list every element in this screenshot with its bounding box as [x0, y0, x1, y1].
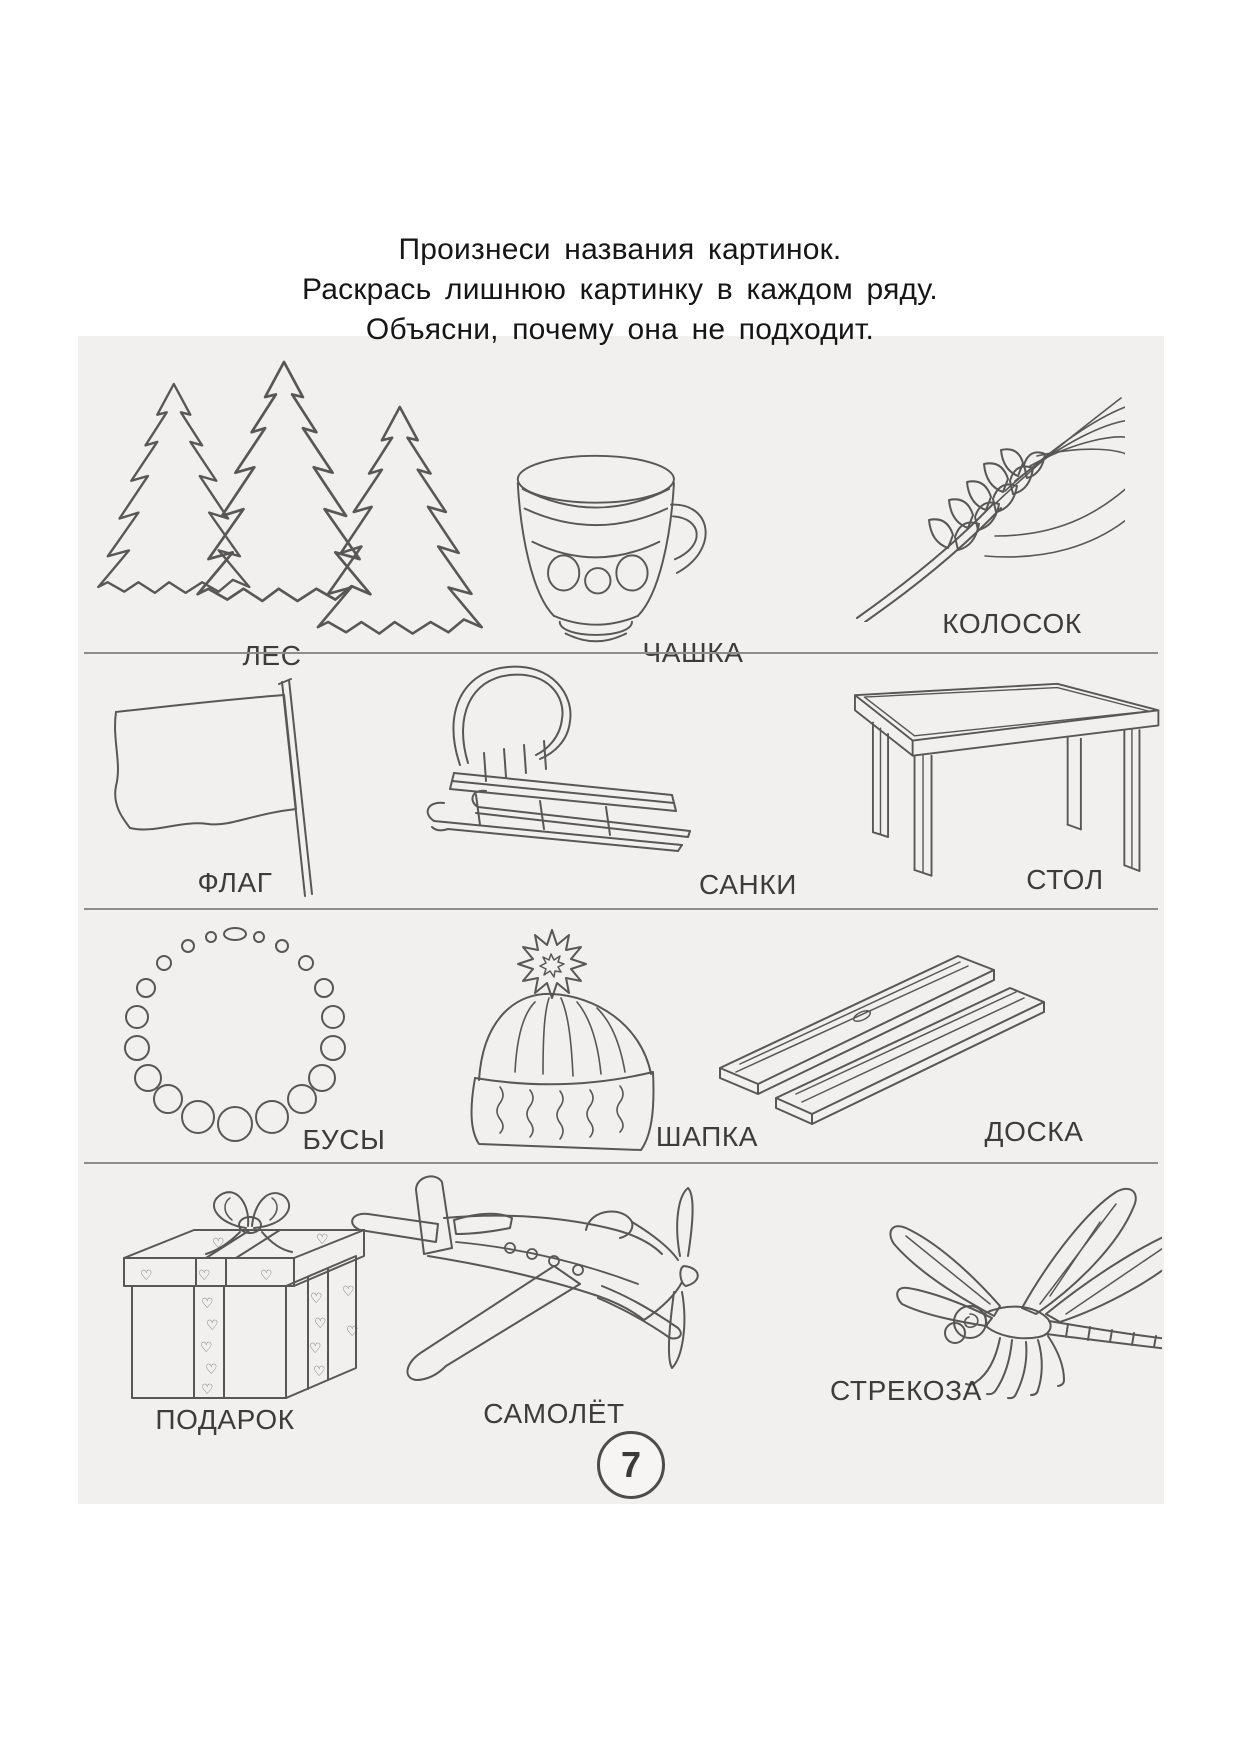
instruction-line-2: Раскрась лишнюю картинку в каждом ряду.	[302, 273, 938, 306]
sled-drawing	[426, 665, 691, 852]
instruction-line-1: Произнеси названия картинок.	[398, 233, 842, 266]
item-label: СТОЛ	[1026, 864, 1104, 895]
svg-text:♡: ♡	[342, 1284, 355, 1300]
item-label: САНКИ	[699, 869, 797, 900]
row-divider	[84, 1162, 1158, 1164]
page-number: 7	[620, 1444, 642, 1485]
dragonfly-drawing	[889, 1187, 1162, 1400]
item-label: ПОДАРОК	[155, 1404, 295, 1435]
beads-drawing	[124, 927, 346, 1142]
cup-drawing	[516, 454, 707, 643]
item-label: КОЛОСОК	[942, 608, 1082, 639]
svg-text:♡: ♡	[206, 1318, 219, 1334]
svg-text:♡: ♡	[205, 1362, 218, 1378]
svg-text:♡: ♡	[201, 1382, 214, 1398]
svg-text:♡: ♡	[198, 1268, 211, 1284]
fir-trees-drawing	[97, 360, 484, 635]
item-label: ЛЕС	[242, 640, 302, 671]
heart-pattern: ♡♡ ♡♡ ♡♡ ♡♡ ♡♡ ♡♡ ♡♡ ♡♡	[140, 1232, 359, 1398]
page-number-badge: 7	[597, 1431, 665, 1499]
item-label: ДОСКА	[984, 1116, 1084, 1147]
instructions: Произнеси названия картинок. Раскрась ли…	[0, 230, 1240, 350]
svg-text:♡: ♡	[314, 1316, 327, 1332]
svg-text:♡: ♡	[140, 1268, 153, 1284]
svg-text:♡: ♡	[313, 1364, 326, 1380]
svg-text:♡: ♡	[260, 1268, 273, 1284]
flag-drawing	[114, 678, 313, 897]
item-label: СТРЕКОЗА	[830, 1375, 982, 1406]
svg-text:♡: ♡	[212, 1236, 225, 1252]
svg-text:♡: ♡	[310, 1291, 323, 1307]
item-label: ШАПКА	[655, 1121, 759, 1152]
wooden-board-drawing	[719, 955, 1045, 1125]
gift-box-drawing: ♡♡ ♡♡ ♡♡ ♡♡ ♡♡ ♡♡ ♡♡ ♡♡	[123, 1191, 365, 1399]
svg-text:♡: ♡	[201, 1296, 214, 1312]
svg-text:♡: ♡	[200, 1340, 213, 1356]
wheat-ear-drawing	[856, 397, 1125, 622]
item-label: БУСЫ	[302, 1124, 386, 1155]
instruction-line-3: Объясни, почему она не подходит.	[365, 313, 875, 346]
table-drawing	[854, 682, 1160, 877]
row-divider	[84, 652, 1158, 654]
svg-text:♡: ♡	[316, 1232, 329, 1248]
svg-text:♡: ♡	[309, 1341, 322, 1357]
row-divider	[84, 908, 1158, 910]
knit-hat-drawing	[470, 929, 655, 1151]
item-label: САМОЛЁТ	[483, 1398, 625, 1429]
airplane-drawing	[351, 1175, 699, 1381]
item-label: ФЛАГ	[197, 867, 273, 898]
svg-text:♡: ♡	[346, 1324, 359, 1340]
